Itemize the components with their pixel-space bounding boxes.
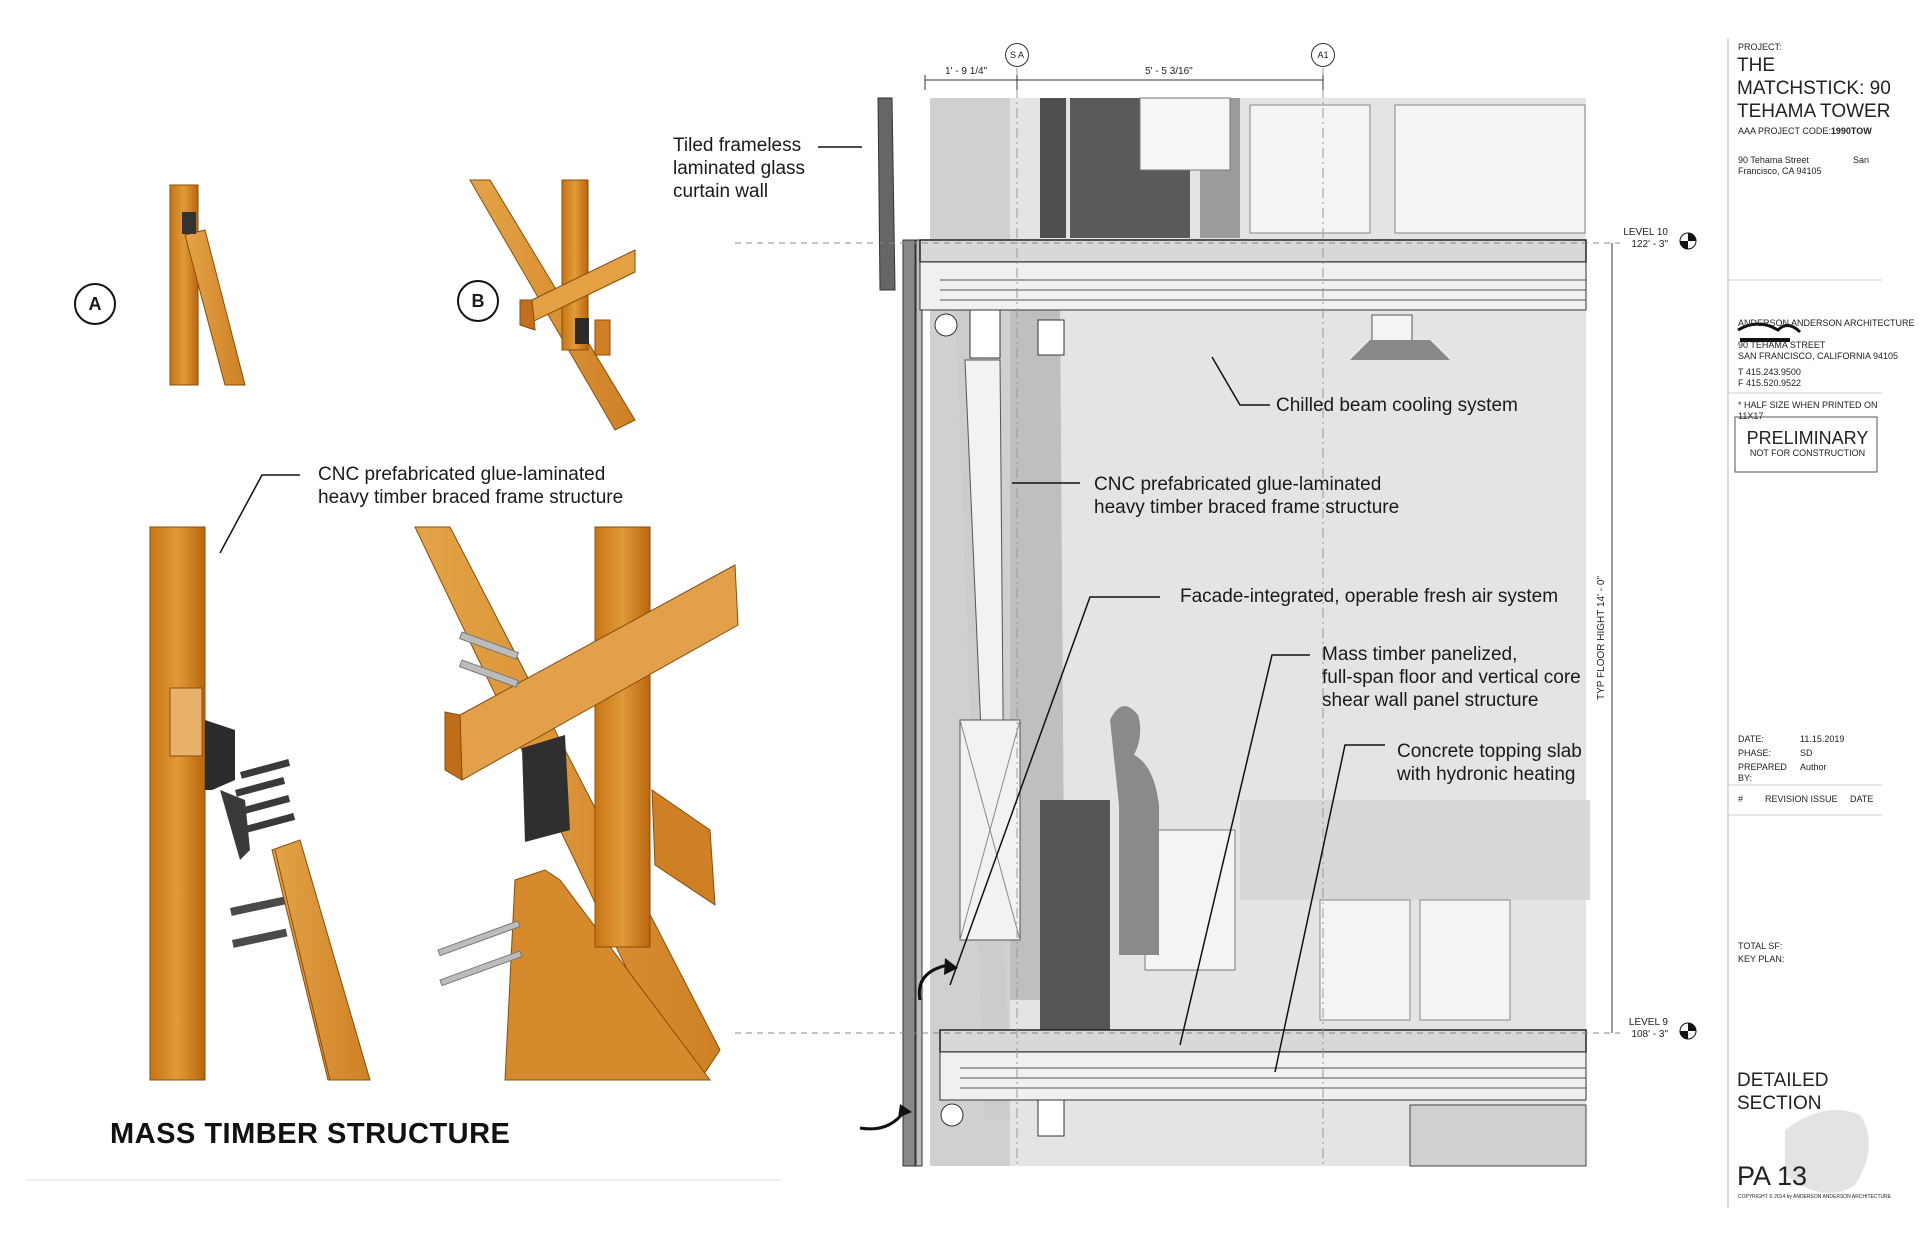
half-size-note: * HALF SIZE WHEN PRINTED ON 11X17 [1738, 400, 1878, 421]
project-address-line1: 90 Tehama Street [1738, 155, 1809, 165]
level-9-name: LEVEL 9 [1628, 1017, 1668, 1028]
callout-fresh-air: Facade-integrated, operable fresh air sy… [1180, 586, 1559, 607]
level-10-name: LEVEL 10 [1623, 227, 1668, 238]
key-plan-label: KEY PLAN: [1738, 954, 1785, 964]
level-10-elev: 122' - 3" [1631, 239, 1668, 250]
project-name: THE MATCHSTICK: 90 TEHAMA TOWER [1737, 55, 1891, 122]
mass-timber-title: MASS TIMBER STRUCTURE [110, 1118, 511, 1150]
callout-concrete: Concrete topping slab with hydronic heat… [1397, 741, 1582, 785]
prepared-label: PREPARED BY: [1738, 762, 1787, 783]
detail-b-label: B [471, 290, 485, 311]
left-frame-callout: CNC prefabricated glue-laminated heavy t… [318, 464, 624, 508]
revision-issue-header: REVISION ISSUE [1765, 794, 1838, 804]
detail-b-exploded [414, 526, 739, 1081]
project-code: AAA PROJECT CODE:1990TOW [1738, 126, 1872, 137]
grid-a1-label: A1 [1317, 50, 1329, 60]
phase-label: PHASE: [1738, 748, 1772, 758]
project-code-label: AAA PROJECT CODE: [1738, 126, 1831, 136]
stamp-title: PRELIMINARY [1746, 428, 1869, 448]
firm-name: ANDERSON ANDERSON ARCHITECTURE [1738, 318, 1915, 328]
detail-a-bubble: A [74, 283, 116, 325]
dimension-right: 5' - 5 3/16" [1145, 66, 1193, 77]
firm-address-2: SAN FRANCISCO, CALIFORNIA 94105 [1738, 351, 1899, 361]
grid-sa-label: S A [1009, 50, 1024, 60]
project-code-value: 1990TOW [1830, 126, 1872, 136]
copyright-note: COPYRIGHT © 2014 by ANDERSON ANDERSON AR… [1738, 1194, 1892, 1200]
detail-b-drawing [469, 179, 636, 431]
grid-bubble-sa: S A [1005, 43, 1029, 67]
stamp-subtitle: NOT FOR CONSTRUCTION [1749, 448, 1866, 458]
revision-date-header: DATE [1850, 794, 1874, 804]
detail-b-bubble: B [457, 280, 499, 322]
callout-chilled-beam: Chilled beam cooling system [1276, 395, 1518, 416]
level-9-elev: 108' - 3" [1631, 1029, 1668, 1040]
sheet-number: PA 13 [1737, 1161, 1808, 1191]
callout-mass-timber: Mass timber panelized, full-span floor a… [1322, 644, 1581, 711]
phase-value: SD [1800, 748, 1813, 758]
level-9-marker: LEVEL 9 108' - 3" [1600, 1017, 1668, 1041]
detail-a-exploded [149, 526, 371, 1081]
prepared-value: Author [1800, 762, 1827, 772]
project-address-city-tail: San [1853, 155, 1870, 165]
revision-hash: # [1738, 794, 1744, 804]
project-address-line2: Francisco, CA 94105 [1738, 166, 1822, 176]
dimension-left: 1' - 9 1/4" [945, 66, 988, 77]
firm-address-1: 90 TEHAMA STREET [1738, 340, 1826, 350]
floor-height-label: TYP FLOOR HIGHT 14' - 0" [1596, 575, 1607, 700]
detail-a-drawing [169, 184, 246, 386]
total-sf-label: TOTAL SF: [1738, 941, 1783, 951]
date-value: 11.15.2019 [1800, 734, 1845, 744]
callout-frame: CNC prefabricated glue-laminated heavy t… [1094, 474, 1400, 518]
timber-details-illustration [25, 179, 780, 1181]
callout-curtain-wall: Tiled frameless laminated glass curtain … [673, 135, 806, 202]
grid-bubble-a1: A1 [1311, 43, 1335, 67]
sheet-title: DETAILED SECTION [1737, 1070, 1829, 1114]
firm-fax: F 415.520.9522 [1738, 378, 1802, 388]
detail-a-label: A [88, 293, 102, 314]
level-10-marker: LEVEL 10 122' - 3" [1600, 227, 1668, 251]
project-label: PROJECT: [1738, 42, 1782, 52]
firm-phone: T 415.243.9500 [1738, 367, 1801, 377]
date-label: DATE: [1738, 734, 1764, 744]
